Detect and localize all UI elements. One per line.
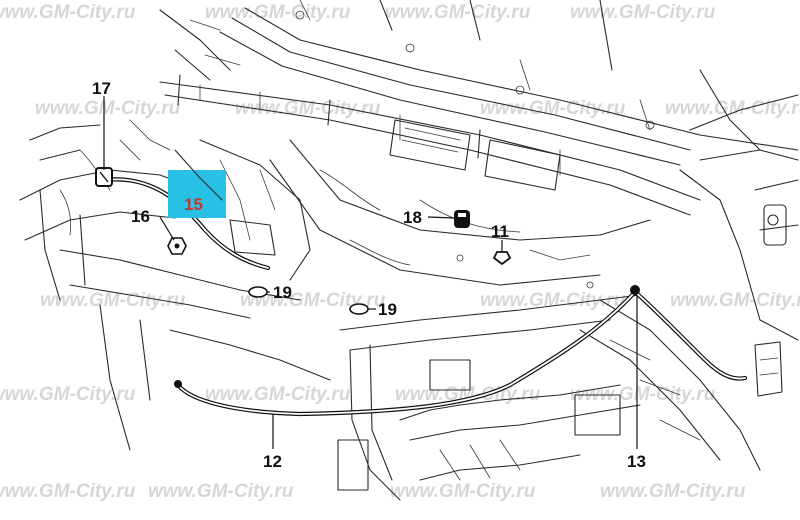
callout-17: 17	[92, 79, 111, 98]
hood-latch-cable	[630, 285, 748, 381]
vehicle-body-drawing	[19, 0, 799, 501]
part-15-rod	[174, 149, 223, 201]
callout-labels: 17 16 15 18 11 19 19 12 13	[92, 79, 646, 471]
watermark: www.GM-City.ru	[665, 98, 800, 119]
leader-lines	[103, 96, 638, 449]
clip-19-lower	[349, 303, 369, 315]
watermark: www.GM-City.ru	[0, 2, 136, 23]
watermark: www.GM-City.ru	[480, 98, 626, 119]
nut-16	[167, 237, 187, 255]
grommet-18	[454, 210, 470, 228]
watermark: www.GM-City.ru	[35, 98, 181, 119]
watermark: www.GM-City.ru	[570, 384, 716, 405]
cable-end	[174, 380, 182, 388]
watermark: www.GM-City.ru	[235, 98, 381, 119]
watermark: www.GM-City.ru	[390, 481, 536, 502]
hood-release-upper-cable	[102, 177, 271, 271]
watermark-layer: www.GM-City.ru www.GM-City.ru www.GM-Cit…	[0, 2, 800, 502]
watermark: www.GM-City.ru	[670, 290, 800, 311]
callout-15: 15	[184, 195, 203, 214]
callout-13: 13	[627, 452, 646, 471]
callout-18: 18	[403, 208, 422, 227]
watermark: www.GM-City.ru	[148, 481, 294, 502]
watermark: www.GM-City.ru	[205, 384, 351, 405]
callout-12: 12	[263, 452, 282, 471]
watermark: www.GM-City.ru	[385, 2, 531, 23]
watermark: www.GM-City.ru	[480, 290, 626, 311]
clip-11	[492, 251, 512, 266]
callout-19-upper: 19	[273, 283, 292, 302]
watermark: www.GM-City.ru	[0, 481, 136, 502]
clip-19-upper	[248, 286, 268, 298]
hood-release-cable	[174, 289, 638, 417]
cable-grommet	[630, 285, 640, 295]
callout-16: 16	[131, 207, 150, 226]
callout-11: 11	[491, 222, 509, 241]
watermark: www.GM-City.ru	[40, 290, 186, 311]
watermark: www.GM-City.ru	[570, 2, 716, 23]
cable-clip-17	[95, 167, 113, 187]
watermark: www.GM-City.ru	[395, 384, 541, 405]
watermark: www.GM-City.ru	[0, 384, 136, 405]
watermark: www.GM-City.ru	[205, 2, 351, 23]
callout-19-lower: 19	[378, 300, 397, 319]
watermark: www.GM-City.ru	[600, 481, 746, 502]
watermark: www.GM-City.ru	[240, 290, 386, 311]
